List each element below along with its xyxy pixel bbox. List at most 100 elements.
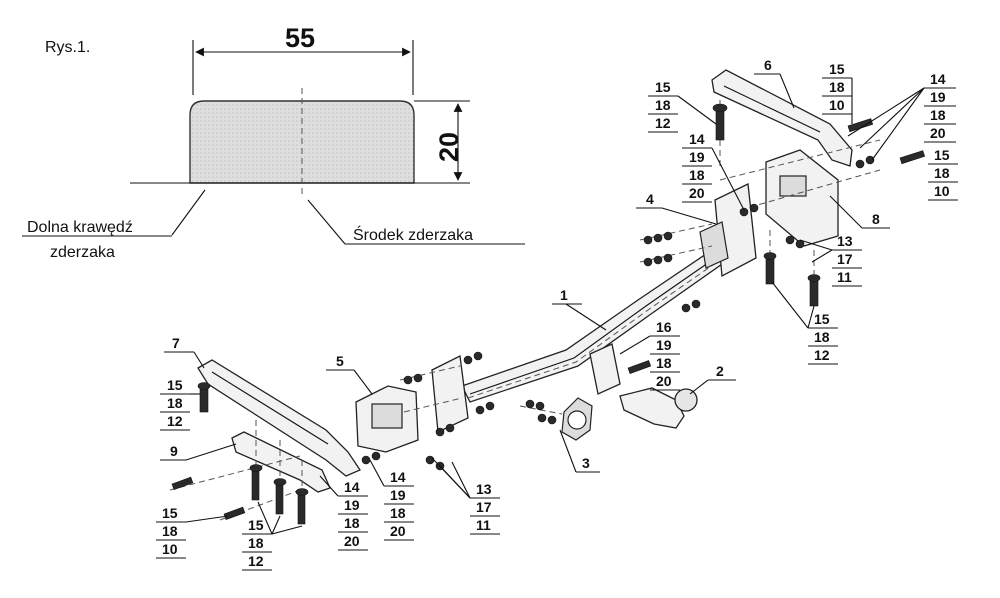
svg-text:18: 18 — [344, 515, 360, 531]
svg-text:18: 18 — [689, 167, 705, 183]
stack-mid-right-2: 15 18 12 — [771, 281, 838, 365]
fastener-stacks: 15 18 12 14 19 18 20 15 18 10 — [156, 61, 958, 571]
svg-text:16: 16 — [656, 319, 672, 335]
svg-text:20: 20 — [390, 523, 406, 539]
svg-text:18: 18 — [655, 97, 671, 113]
height-dimension: 20 — [434, 132, 464, 162]
bumper-profile-detail: 55 20 Dolna krawędź zderzaka Środek zder… — [22, 23, 525, 261]
stack-bottom-2: 14 19 18 20 — [369, 459, 414, 541]
part-2-tow-ball-neck — [619, 387, 685, 429]
assembly-parts — [169, 69, 881, 521]
bolt-icon — [295, 488, 309, 525]
bolt-icon — [627, 360, 652, 375]
svg-text:14: 14 — [390, 469, 406, 485]
callout-part-1: 1 — [560, 287, 568, 303]
svg-text:18: 18 — [656, 355, 672, 371]
svg-text:15: 15 — [248, 517, 264, 533]
svg-text:19: 19 — [930, 89, 946, 105]
bolt-icon — [249, 464, 263, 501]
stack-left-c: 15 18 12 — [242, 501, 303, 571]
svg-text:20: 20 — [344, 533, 360, 549]
bolt-icon — [712, 103, 728, 141]
svg-text:19: 19 — [344, 497, 360, 513]
svg-text:11: 11 — [837, 269, 852, 285]
svg-text:18: 18 — [162, 523, 178, 539]
svg-text:19: 19 — [390, 487, 406, 503]
stack-top-right-1: 15 18 10 — [822, 61, 853, 124]
svg-text:15: 15 — [655, 79, 671, 95]
part-9-left-small-bracket — [231, 431, 331, 493]
figure-label: Rys.1. — [45, 39, 90, 56]
stack-left-a: 15 18 12 — [160, 377, 200, 431]
svg-text:10: 10 — [934, 183, 950, 199]
svg-text:20: 20 — [656, 373, 672, 389]
svg-text:11: 11 — [476, 517, 491, 533]
svg-text:15: 15 — [167, 377, 183, 393]
callout-part-4: 4 — [646, 191, 654, 207]
svg-text:13: 13 — [837, 233, 853, 249]
svg-text:15: 15 — [829, 61, 845, 77]
bolt-icon — [899, 150, 926, 165]
svg-text:18: 18 — [829, 79, 845, 95]
stack-mid-right-1: 13 17 11 — [799, 233, 862, 287]
stack-bottom-3: 13 17 11 — [431, 457, 500, 535]
svg-text:13: 13 — [476, 481, 492, 497]
bolt-icon — [763, 252, 777, 285]
svg-text:18: 18 — [390, 505, 406, 521]
bolt-icon — [171, 476, 194, 491]
part-callouts: 1 2 3 4 5 6 7 8 9 — [160, 57, 890, 473]
callout-part-8: 8 — [872, 211, 880, 227]
callout-part-9: 9 — [170, 443, 178, 459]
svg-text:20: 20 — [930, 125, 946, 141]
bottom-edge-label-line2: zderzaka — [50, 244, 115, 261]
stack-top-mid: 14 19 18 20 — [682, 131, 745, 211]
svg-text:10: 10 — [162, 541, 178, 557]
svg-text:12: 12 — [655, 115, 671, 131]
part-1-crossbar — [461, 249, 727, 403]
part-6-right-arm — [711, 69, 853, 167]
svg-text:18: 18 — [248, 535, 264, 551]
svg-text:15: 15 — [934, 147, 950, 163]
svg-text:12: 12 — [248, 553, 264, 569]
bolt-icon — [197, 382, 211, 413]
callout-part-5: 5 — [336, 353, 344, 369]
stack-top-left: 15 18 12 — [648, 79, 717, 133]
svg-text:17: 17 — [476, 499, 492, 515]
callout-part-6: 6 — [764, 57, 772, 73]
svg-text:18: 18 — [930, 107, 946, 123]
bolt-icon — [223, 506, 246, 521]
bolt-icon — [807, 274, 821, 307]
svg-text:12: 12 — [814, 347, 830, 363]
svg-text:17: 17 — [837, 251, 853, 267]
svg-text:12: 12 — [167, 413, 183, 429]
part-5-left-bracket — [431, 355, 469, 433]
svg-text:18: 18 — [814, 329, 830, 345]
stack-ball-mount: 16 19 18 20 — [619, 319, 680, 391]
callout-part-2: 2 — [716, 363, 724, 379]
svg-text:14: 14 — [930, 71, 946, 87]
bottom-edge-label-line1: Dolna krawędź — [27, 219, 133, 236]
svg-text:20: 20 — [689, 185, 705, 201]
width-dimension: 55 — [285, 23, 315, 53]
callout-part-7: 7 — [172, 335, 180, 351]
stack-top-right-2: 14 19 18 20 — [847, 71, 956, 161]
svg-text:15: 15 — [814, 311, 830, 327]
bolt-icon — [273, 478, 287, 515]
stack-top-right-3: 15 18 10 — [928, 147, 958, 201]
svg-text:19: 19 — [689, 149, 705, 165]
callout-part-3: 3 — [582, 455, 590, 471]
svg-text:14: 14 — [344, 479, 360, 495]
part-8-right-bracket — [765, 149, 839, 247]
stack-bottom-1: 14 19 18 20 — [319, 475, 368, 551]
svg-text:18: 18 — [167, 395, 183, 411]
svg-text:19: 19 — [656, 337, 672, 353]
stack-left-b: 15 18 10 — [156, 505, 229, 559]
svg-text:18: 18 — [934, 165, 950, 181]
svg-text:10: 10 — [829, 97, 845, 113]
bumper-center-label: Środek zderzaka — [353, 225, 473, 244]
svg-text:15: 15 — [162, 505, 178, 521]
tow-ball — [674, 388, 698, 412]
nut-icon — [361, 155, 875, 471]
fasteners — [171, 103, 926, 525]
